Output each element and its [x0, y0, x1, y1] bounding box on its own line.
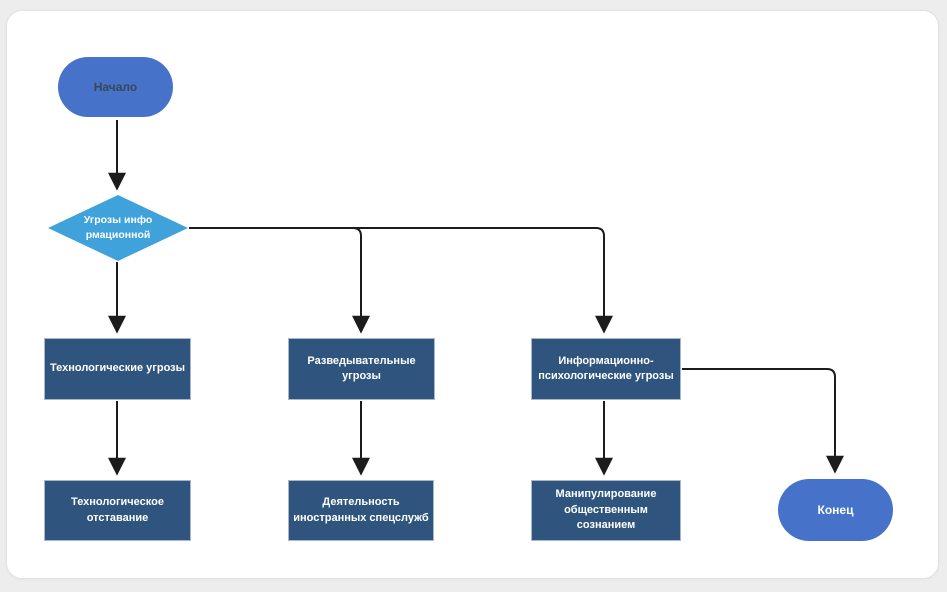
end-node[interactable]: Конец — [778, 479, 893, 541]
process-node-info-psych-threats[interactable]: Информационно- психологические угрозы — [531, 338, 681, 400]
process-node-tech-threats-label: Технологические угрозы — [49, 362, 186, 375]
process-node-manipulation-label: Манипулирование общественным сознанием — [555, 488, 657, 532]
process-node-info-psych-threats-label: Информационно- психологические угрозы — [538, 354, 674, 382]
decision-node-label: Угрозы инфо рмационной — [83, 214, 153, 241]
process-node-tech-lag-label: Технологическое отставание — [71, 496, 164, 524]
process-node-manipulation[interactable]: Манипулирование общественным сознанием — [531, 480, 681, 541]
start-node[interactable]: Начало — [58, 57, 173, 117]
process-node-intel-threats[interactable]: Разведывательные угрозы — [288, 338, 435, 400]
process-node-intel-threats-label: Разведывательные угрозы — [307, 354, 416, 382]
process-node-foreign-services-label: Деятельность иностранных спецслужб — [293, 496, 429, 524]
process-node-tech-lag[interactable]: Технологическое отставание — [44, 480, 191, 541]
process-node-tech-threats[interactable]: Технологические угрозы — [44, 338, 191, 400]
end-node-label: Конец — [817, 502, 854, 517]
start-node-label: Начало — [93, 79, 138, 94]
process-node-foreign-services[interactable]: Деятельность иностранных спецслужб — [288, 480, 434, 541]
